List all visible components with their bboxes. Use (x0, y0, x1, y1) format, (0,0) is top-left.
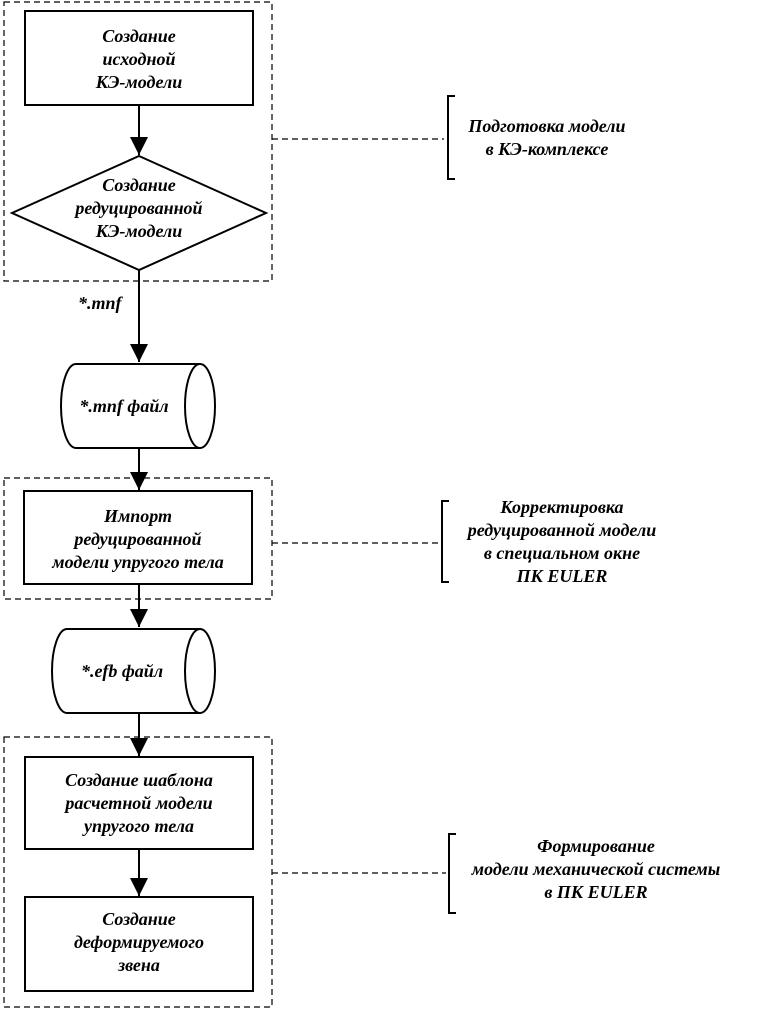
node-efb-file-label: *.efb файл (81, 661, 163, 681)
group-label-correction-line1: Корректировка (499, 497, 623, 517)
node-create-deformable-link-line2: деформируемого (74, 932, 204, 952)
group-label-correction-line2: редуцированной модели (466, 520, 656, 540)
node-create-deformable-link (24, 896, 254, 992)
group-label-formation-line3: в ПК EULER (544, 882, 647, 902)
group-label-correction-line4: ПК EULER (516, 566, 608, 586)
group-label-prep-line1: Подготовка модели (467, 116, 625, 136)
bracket-prep (447, 95, 455, 180)
node-import-model-line3: модели упругого тела (51, 552, 223, 572)
node-create-fe-model-line2: исходной (102, 49, 175, 69)
node-create-fe-model-line1: Создание (102, 26, 176, 46)
bracket-correction (441, 500, 449, 583)
edge-label-mnf: *.mnf (78, 293, 124, 313)
node-create-template (24, 756, 254, 850)
group-label-prep-line2: в КЭ-комплексе (486, 139, 609, 159)
node-mnf-file-edge (184, 363, 201, 449)
bracket-formation (448, 833, 456, 914)
node-create-fe-model-line3: КЭ-модели (95, 72, 183, 92)
node-create-template-line3: упругого тела (82, 816, 194, 836)
node-create-reduced-model-line1: Создание (102, 175, 176, 195)
node-create-reduced-model-line2: редуцированной (73, 198, 202, 218)
node-import-model (23, 490, 253, 585)
node-create-deformable-link-line3: звена (117, 955, 160, 975)
node-create-deformable-link-line1: Создание (102, 909, 176, 929)
node-create-fe-model (24, 10, 254, 106)
node-efb-file-edge (184, 628, 201, 714)
group-label-formation-line1: Формирование (537, 836, 655, 856)
node-import-model-line1: Импорт (103, 506, 172, 526)
node-create-template-line2: расчетной модели (63, 793, 212, 813)
group-label-correction-line3: в специальном окне (484, 543, 640, 563)
node-import-model-line2: редуцированной (72, 529, 201, 549)
node-create-reduced-model-line3: КЭ-модели (95, 221, 183, 241)
node-mnf-file-label: *.mnf файл (79, 396, 168, 416)
node-create-template-line1: Создание шаблона (65, 770, 213, 790)
group-label-formation-line2: модели механической системы (471, 859, 720, 879)
